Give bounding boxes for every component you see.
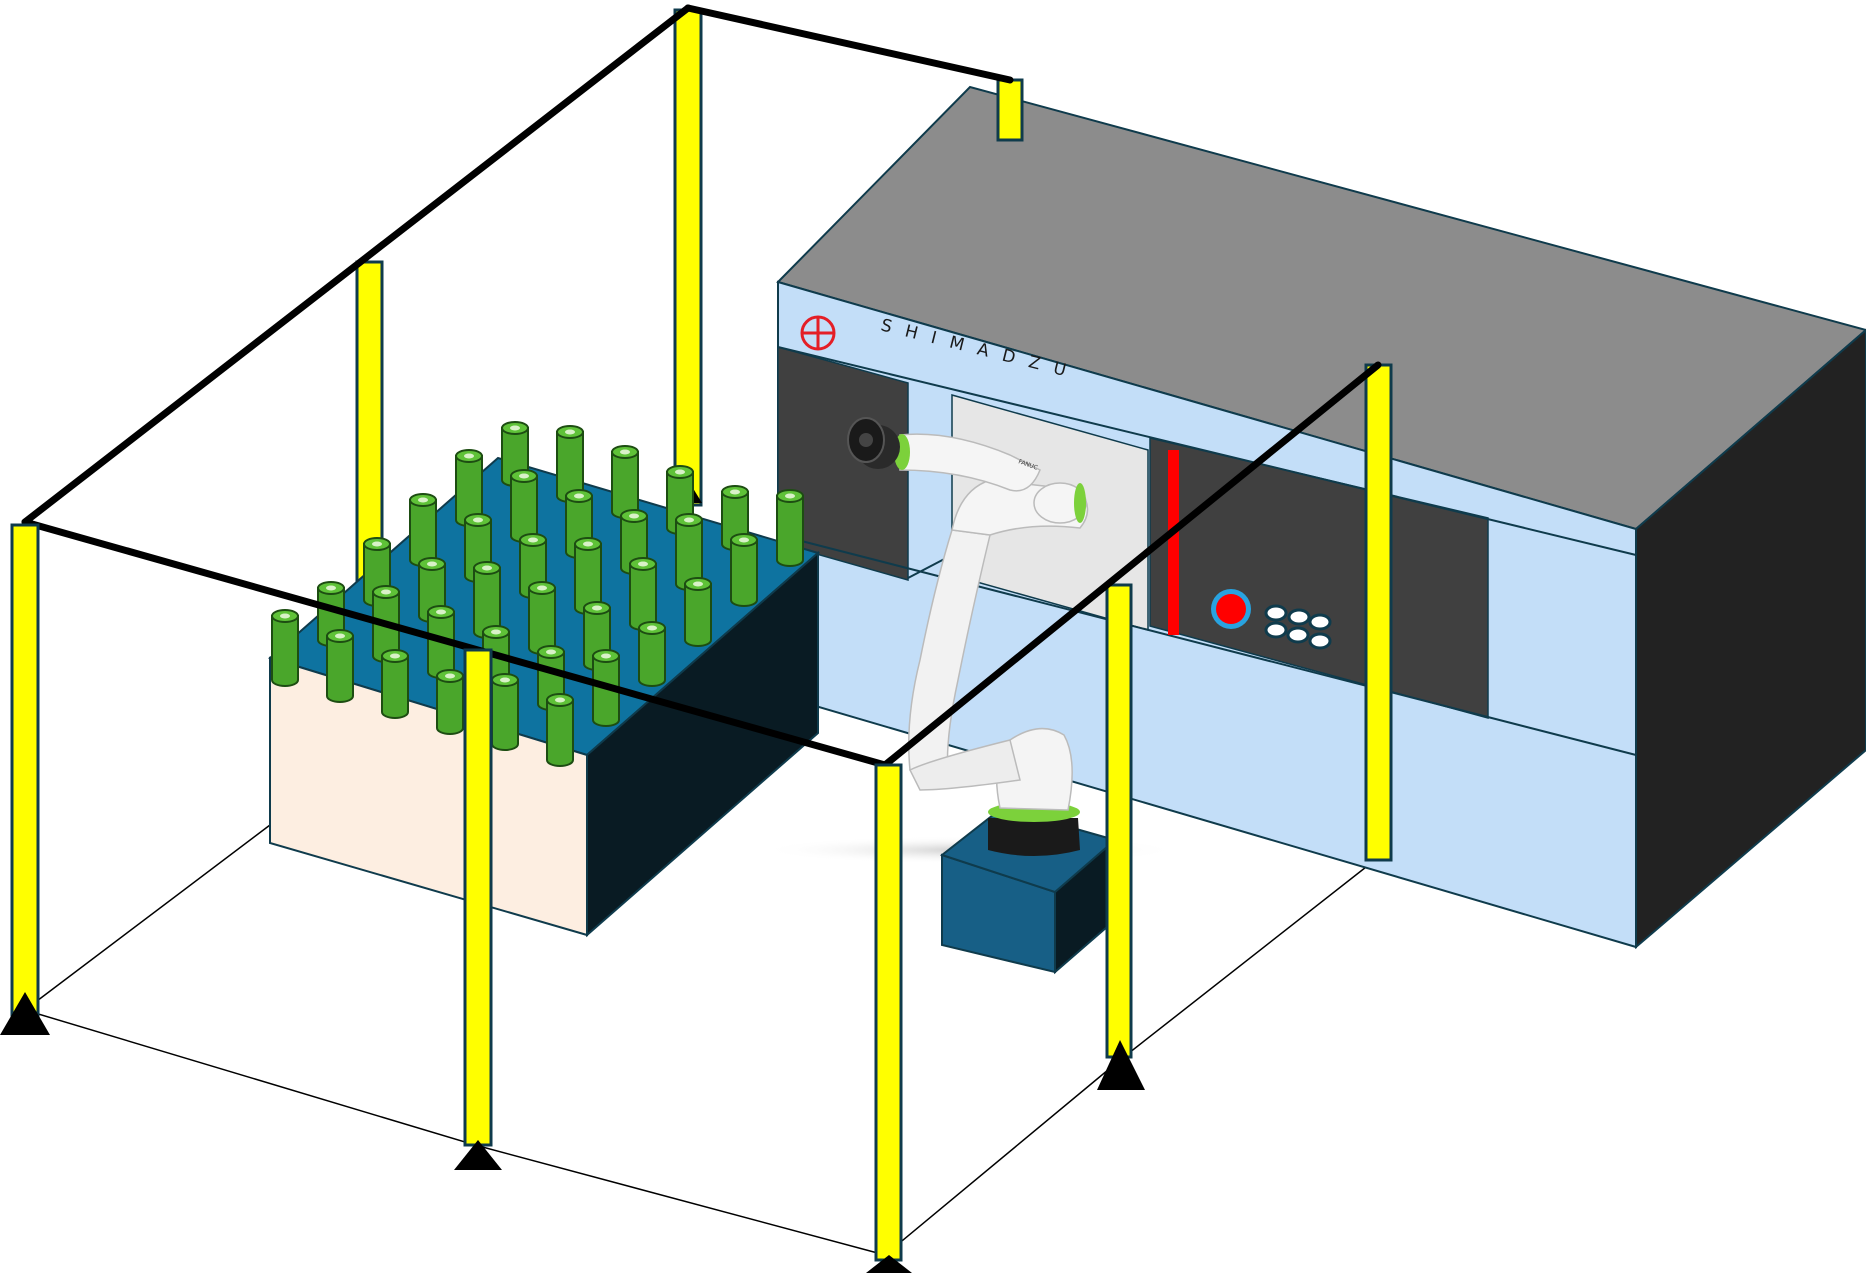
- specimen-cylinder-icon: [326, 629, 354, 703]
- post-foot-icon: [0, 992, 50, 1035]
- specimen-cylinder-icon: [730, 533, 758, 607]
- specimen-cylinder-icon: [546, 693, 574, 767]
- specimen-cylinder-icon: [491, 673, 519, 751]
- guard-post: [10, 523, 40, 1017]
- guard-post: [874, 763, 903, 1262]
- post-foot-icon: [866, 1255, 912, 1273]
- table-side: [586, 550, 819, 938]
- post-foot-icon: [454, 1140, 502, 1170]
- testing-machine: SHIMADZU: [776, 85, 1866, 950]
- specimen-cylinder-icon: [638, 621, 666, 687]
- specimen-cylinder-icon: [611, 445, 639, 519]
- specimen-cylinder-icon: [473, 561, 501, 639]
- robot-elbow-link: [908, 739, 1021, 791]
- specimen-cylinder-icon: [629, 557, 657, 631]
- specimen-cylinder-icon: [510, 469, 538, 543]
- robot-elbow-ring: [1074, 483, 1086, 523]
- guard-post: [1105, 583, 1133, 1059]
- guard-post: [463, 648, 493, 1147]
- machine-left-window: [777, 346, 909, 581]
- guard-post: [996, 78, 1024, 142]
- red-indicator-bar: [1168, 450, 1179, 635]
- specimen-cylinder-icon: [528, 581, 556, 655]
- floor-lines: [24, 824, 1376, 1256]
- guard-frame: [21, 4, 1382, 769]
- specimen-cylinder-icon: [436, 669, 464, 735]
- guard-post: [673, 8, 703, 507]
- robot-forearm: [899, 433, 1041, 492]
- specimen-cylinders: [271, 421, 804, 767]
- specimen-cylinder-icon: [776, 489, 804, 567]
- specimen-table: [267, 421, 821, 938]
- shimadzu-logo-icon: [800, 315, 836, 351]
- mid-posts: [1097, 363, 1393, 1090]
- button-cluster-icon: [1264, 604, 1332, 650]
- specimen-cylinder-icon: [675, 513, 703, 591]
- specimen-cylinder-icon: [592, 649, 620, 727]
- post-foot-icon: [1097, 1040, 1145, 1090]
- red-indicator-icon: [1211, 589, 1251, 629]
- robot-flange-center: [859, 433, 873, 447]
- specimen-cylinder-icon: [409, 493, 437, 567]
- specimen-cylinder-icon: [381, 649, 409, 719]
- specimen-cylinder-icon: [684, 577, 712, 647]
- robot-base: [988, 818, 1080, 856]
- specimen-cylinder-icon: [271, 609, 299, 687]
- machine-band-line: [777, 346, 1637, 556]
- guard-post: [1364, 363, 1393, 862]
- front-posts: [0, 523, 912, 1273]
